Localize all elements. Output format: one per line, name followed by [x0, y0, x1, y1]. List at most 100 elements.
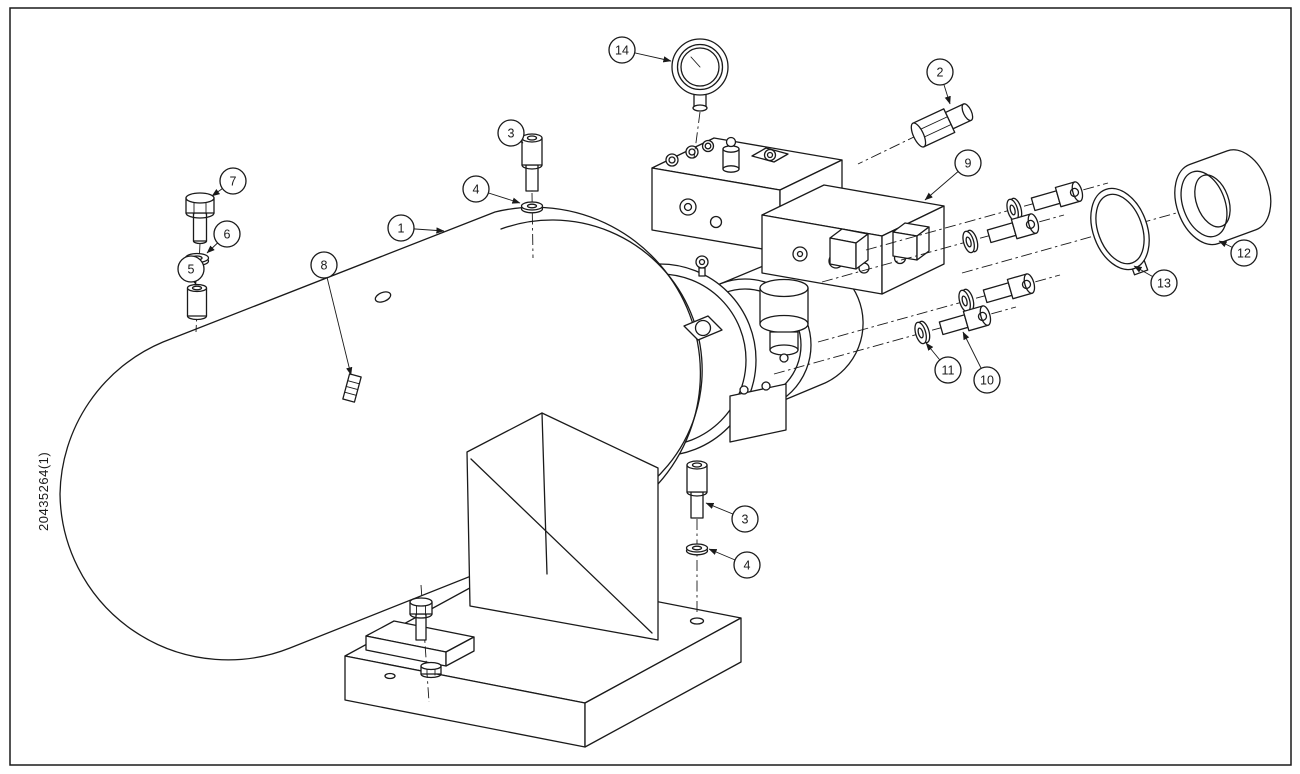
block2-port-center	[796, 250, 804, 258]
junction-plate-hole	[694, 319, 712, 337]
hex-bolt-tip	[192, 240, 208, 245]
nameplate	[342, 373, 362, 403]
balloon-label: 10	[980, 373, 994, 387]
balloon-label: 14	[615, 43, 629, 57]
bolt-socket	[977, 311, 988, 322]
machine-assembly	[59, 136, 945, 748]
front-port	[709, 215, 723, 229]
bolt-head-top	[686, 460, 708, 470]
pad-right-face	[445, 636, 475, 667]
bolt-head-top	[521, 133, 543, 143]
test-nipple-head	[695, 255, 709, 269]
fitting-hex-facet	[919, 124, 952, 140]
lifting-eye-hole	[374, 291, 392, 303]
balloon-circle	[497, 119, 525, 147]
flange-bolt	[986, 213, 1040, 244]
flat-washer	[520, 201, 544, 214]
top-plug-socket	[688, 148, 696, 156]
gauge-needle	[690, 56, 701, 68]
balloon-circle	[926, 58, 954, 86]
callout-balloon-7: 7	[211, 167, 247, 197]
foot-hex-bolt	[409, 597, 433, 641]
test-nipple-center	[698, 258, 706, 266]
callout-balloon-4-bottom: 4	[708, 548, 761, 579]
front-port	[679, 198, 697, 216]
flange-bolt	[1030, 181, 1084, 212]
relief-valve-bottom	[722, 165, 740, 173]
junction-plate	[683, 315, 723, 341]
callout-balloon-3-top: 3	[497, 119, 525, 147]
leader-line	[323, 264, 353, 376]
sleeve-bore-inner	[1194, 174, 1231, 228]
balloon-circle	[973, 366, 1001, 394]
port-plate-hole-center	[766, 151, 774, 159]
spacer-bore	[191, 285, 203, 291]
callout-balloon-8: 8	[310, 251, 353, 376]
test-nipple-stem	[698, 267, 706, 277]
center-line-fitting	[857, 134, 919, 165]
balloon-label: 3	[742, 512, 749, 526]
boss-right	[855, 233, 869, 270]
hex-head-top	[185, 192, 215, 204]
block2-boss	[892, 222, 930, 261]
callout-balloon-13: 13	[1133, 265, 1178, 297]
fitting-hex-facet	[916, 116, 948, 132]
foot-bolt-head-bottom	[409, 613, 433, 619]
clamp-inner	[1095, 193, 1145, 265]
cartridge-top	[759, 278, 809, 298]
support-bracket	[466, 412, 659, 641]
washer-hole	[526, 203, 538, 209]
balloon-circle	[462, 175, 490, 203]
washer-top	[520, 201, 544, 211]
top-plug	[701, 139, 715, 153]
balloon-circle	[733, 551, 761, 579]
balloon-circle	[213, 220, 241, 248]
bolt-socket	[691, 462, 703, 468]
top-plug	[685, 145, 699, 159]
motor-rear-chamfer	[500, 219, 703, 501]
washer-hole	[961, 295, 968, 307]
spacer-sleeve	[186, 283, 208, 321]
cartridge-nub	[779, 353, 789, 363]
bolt-shank	[982, 282, 1013, 304]
balloon-circle	[387, 214, 415, 242]
spacer-body	[186, 287, 208, 317]
nameplate-line	[344, 391, 357, 396]
front-port-center	[683, 202, 693, 212]
gauge-stem-end	[692, 104, 708, 112]
washer-hole	[965, 236, 972, 248]
balloon-label: 6	[224, 227, 231, 241]
bolt-socket	[526, 135, 538, 141]
foot-block-port	[739, 385, 749, 395]
balloon-circle	[1230, 239, 1258, 267]
balloon-circle	[608, 36, 636, 64]
spacer-top	[186, 283, 208, 293]
drawing-number: 20435264(1)	[36, 452, 51, 531]
base-right-face	[584, 617, 742, 748]
hose-fitting	[910, 103, 974, 148]
nameplate-line	[345, 385, 359, 391]
bracket-fold-edge	[541, 412, 548, 575]
balloon-label: 12	[1237, 246, 1251, 260]
balloon-label: 11	[942, 363, 955, 377]
clamp-ring	[1090, 187, 1150, 276]
block2-port	[792, 246, 808, 262]
bolt-socket	[1021, 279, 1032, 290]
bolt-shank	[938, 314, 969, 336]
nut-bottom	[420, 673, 442, 679]
pump-foot-block	[729, 381, 787, 443]
washer-face	[914, 321, 927, 345]
washer-hole	[917, 327, 924, 339]
callout-balloon-5: 5	[177, 255, 205, 286]
base-bolt-hole	[689, 617, 705, 625]
block2-boss	[829, 228, 869, 270]
balloon-label: 5	[188, 262, 195, 276]
balloon-circle	[954, 149, 982, 177]
cartridge-bottom	[759, 314, 809, 334]
balloon-circle	[310, 251, 338, 279]
flange-bolt	[938, 305, 992, 336]
center-line-gauge	[693, 111, 701, 159]
flange-washer	[962, 229, 979, 254]
balloon-label: 2	[937, 65, 944, 79]
